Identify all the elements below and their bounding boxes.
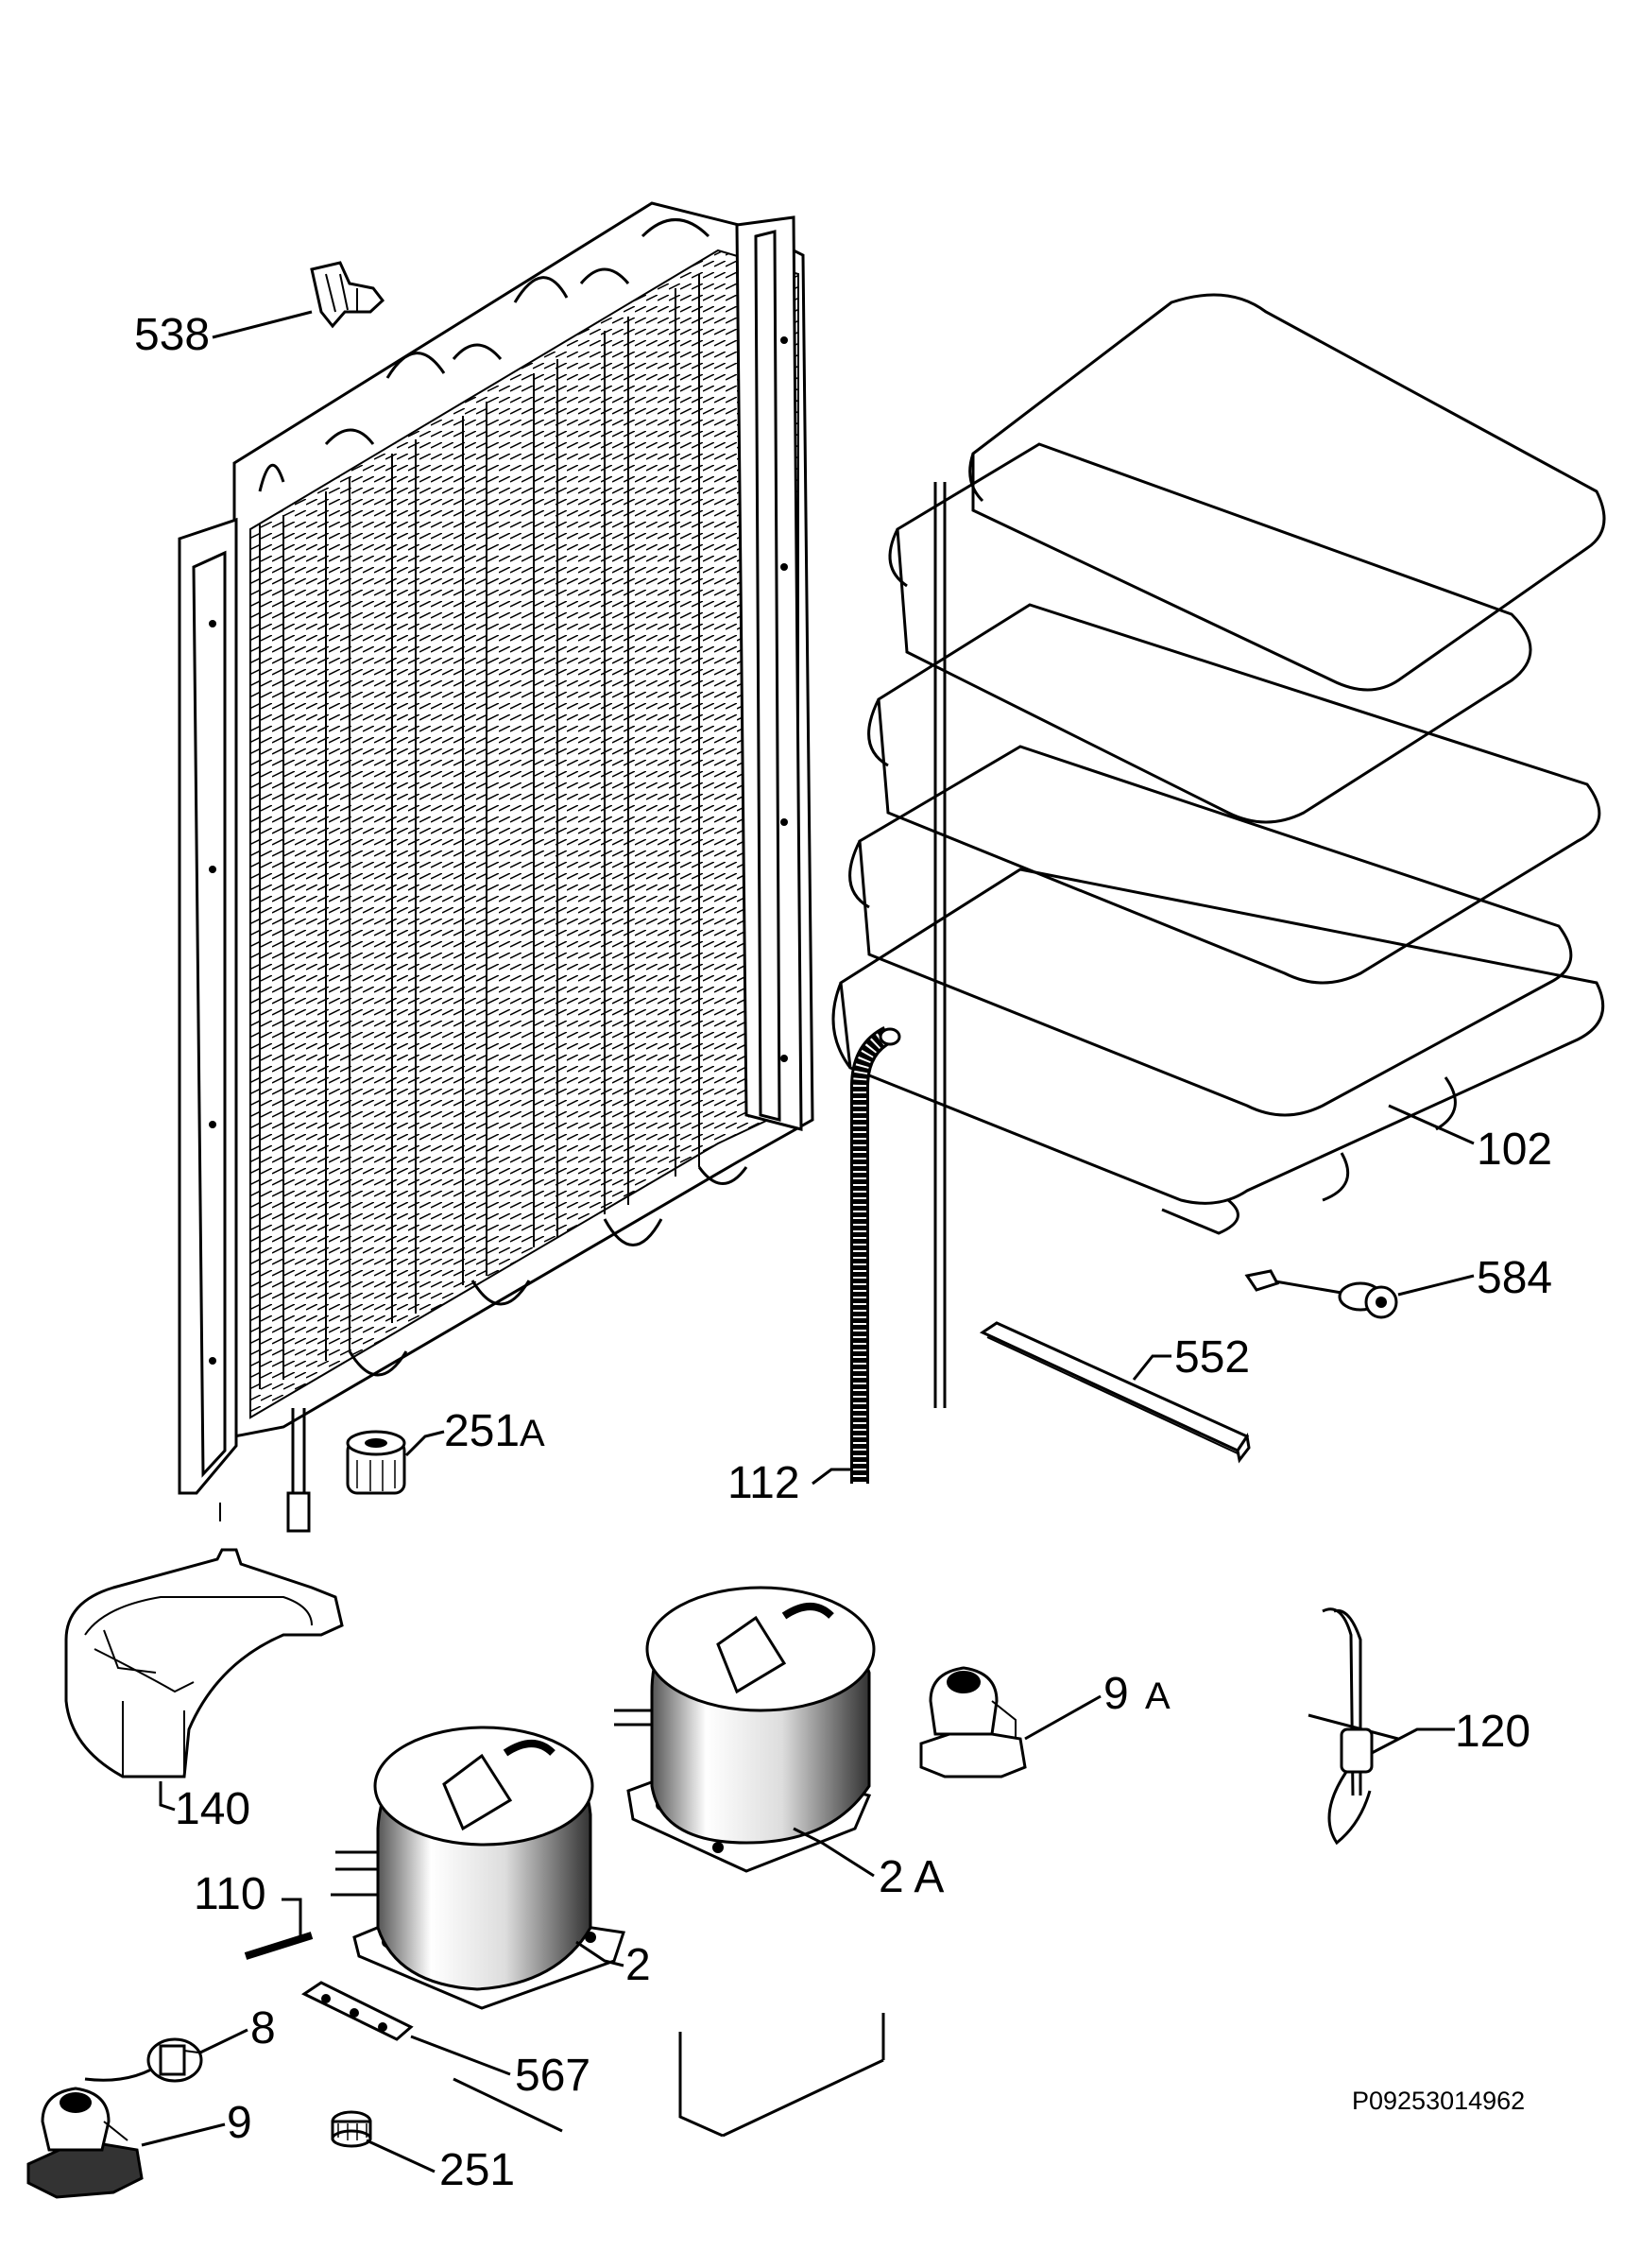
pad-part: [300, 1981, 414, 2041]
label-102: 102: [1477, 1125, 1552, 1175]
plug-part: [310, 261, 385, 329]
grommet-251-part: [331, 2110, 372, 2148]
leader-552: [1132, 1354, 1171, 1381]
leader-140: [159, 1781, 176, 1812]
strip-part: [979, 1321, 1251, 1464]
leader-102: [1388, 1104, 1475, 1145]
label-2A: 2 A: [879, 1852, 944, 1902]
dryer-part: [1308, 1607, 1399, 1846]
drip-tray-part: [64, 1548, 344, 1778]
leader-110: [282, 1898, 302, 1937]
label-251: 251: [439, 2145, 515, 2195]
overload-part: [84, 2037, 203, 2083]
leader-584: [1397, 1274, 1475, 1297]
label-112: 112: [727, 1458, 800, 1508]
base-outline: [453, 2013, 885, 2138]
grommet-part: [346, 1430, 406, 1495]
compressor-2A-part: [614, 1586, 876, 1873]
leader-9: [141, 2122, 226, 2147]
compressor-2-part: [331, 1726, 625, 2010]
leader-251: [366, 2139, 436, 2174]
label-9A: 9: [1103, 1669, 1129, 1719]
leader-567: [410, 2035, 511, 2076]
label-140: 140: [175, 1784, 250, 1834]
label-251A-suffix: A: [520, 1413, 545, 1454]
label-2: 2: [625, 1940, 651, 1990]
label-120: 120: [1455, 1707, 1530, 1757]
label-552: 552: [1174, 1332, 1250, 1383]
label-567: 567: [515, 2051, 590, 2101]
sensor-part: [1244, 1269, 1398, 1319]
leader-2A: [793, 1827, 875, 1878]
label-538: 538: [134, 310, 210, 360]
tube-part: [850, 1026, 901, 1484]
leader-2: [575, 1940, 624, 1967]
relay-bracket-9A-part: [919, 1666, 1027, 1778]
label-584: 584: [1477, 1253, 1552, 1303]
label-9A-suffix: A: [1145, 1675, 1171, 1717]
condenser-tubes: [259, 274, 700, 1389]
label-110: 110: [194, 1869, 266, 1919]
evaporator-part: [831, 293, 1606, 1408]
leader-251A: [404, 1430, 445, 1457]
leader-8: [199, 2028, 248, 2054]
label-251A: 251: [444, 1406, 520, 1456]
leader-112: [812, 1468, 850, 1486]
leader-120: [1371, 1727, 1455, 1755]
label-9: 9: [227, 2098, 252, 2148]
leader-9A: [1024, 1694, 1102, 1741]
rod-part: [244, 1932, 314, 1960]
condenser-part: [178, 201, 814, 1533]
label-8: 8: [250, 2003, 276, 2053]
reference-code: P09253014962: [1352, 2087, 1525, 2115]
leader-538: [212, 310, 313, 339]
relay-bracket-9-part: [26, 2087, 144, 2199]
